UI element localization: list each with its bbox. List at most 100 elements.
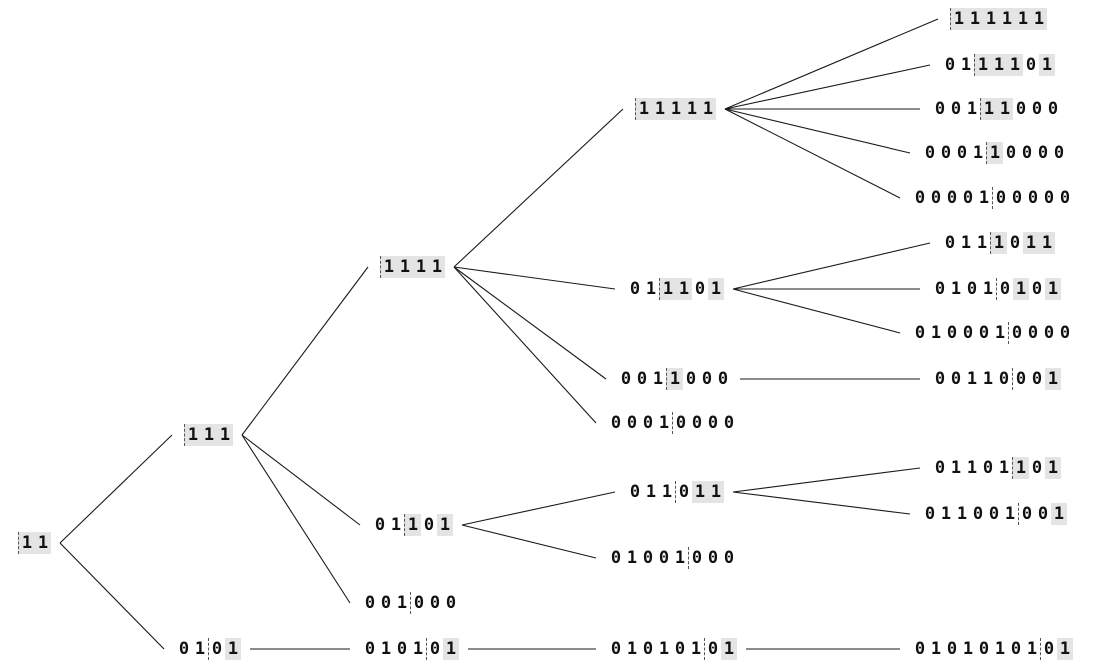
node-digit: 1: [626, 548, 638, 568]
node-digit: 0: [717, 369, 729, 389]
node-digit: 0: [707, 548, 719, 568]
tree-edge: [453, 266, 616, 290]
node-digit: 1: [708, 278, 724, 300]
node-digit: 0: [1037, 143, 1049, 163]
node-digit: 1: [1039, 54, 1055, 76]
node-digit: 0: [1027, 323, 1039, 343]
node-digit: 1: [1045, 368, 1061, 390]
node-digit: 0: [672, 412, 689, 434]
node-digit: 0: [1025, 55, 1037, 75]
node-digit: 0: [992, 187, 1009, 209]
node-digit: 1: [396, 593, 408, 613]
node-digit: 1: [184, 424, 201, 446]
node-digit: 1: [960, 233, 972, 253]
node-digit: 0: [1009, 233, 1021, 253]
node-digit: 1: [225, 638, 241, 660]
node-digit: 0: [1008, 322, 1025, 344]
node-digit: 0: [675, 481, 692, 503]
node-digit: 0: [374, 515, 386, 535]
node-digit: 1: [690, 639, 702, 659]
tree-edge: [59, 434, 173, 544]
node-digit: 1: [950, 279, 962, 299]
node-digit: 0: [636, 369, 648, 389]
node-digit: 1: [666, 368, 683, 390]
node-digit: 1: [960, 55, 972, 75]
node-digit: 0: [688, 547, 705, 569]
node-digit: 0: [1015, 99, 1027, 119]
node-digit: 1: [390, 515, 402, 535]
node-digit: 0: [946, 323, 958, 343]
node-digit: 0: [966, 279, 978, 299]
node-digit: 0: [704, 638, 721, 660]
node-digit: 1: [966, 458, 978, 478]
node-digit: 1: [999, 8, 1015, 30]
node-digit: 1: [35, 532, 51, 554]
node-digit: 1: [1026, 639, 1038, 659]
node-digit: 1: [443, 638, 459, 660]
node-digit: 0: [962, 323, 974, 343]
node-digit: 0: [946, 188, 958, 208]
node-digit: 0: [934, 99, 946, 119]
tree-edge: [241, 434, 351, 604]
node-digit: 0: [674, 639, 686, 659]
tree-edge: [453, 266, 597, 424]
node-digit: 0: [998, 369, 1010, 389]
node-digit: 0: [934, 458, 946, 478]
node-digit: 0: [1010, 639, 1022, 659]
node-digit: 0: [1031, 99, 1043, 119]
node-digit: 1: [980, 98, 997, 120]
node-digit: 1: [972, 143, 984, 163]
node-digit: 0: [629, 279, 641, 299]
node-digit: 1: [645, 482, 657, 502]
node-digit: 1: [991, 54, 1007, 76]
node-digit: 0: [396, 639, 408, 659]
node-digit: 0: [642, 413, 654, 433]
node-digit: 0: [380, 593, 392, 613]
node-digit: 1: [626, 639, 638, 659]
node-digit: 1: [982, 279, 994, 299]
node-digit: 1: [950, 8, 967, 30]
node-digit: 0: [940, 143, 952, 163]
node-digit: 0: [1040, 638, 1057, 660]
node-digit: 1: [721, 638, 737, 660]
node-digit: 0: [1031, 369, 1043, 389]
node-digit: 0: [610, 413, 622, 433]
node-digit: 1: [967, 8, 983, 30]
node-digit: 0: [178, 639, 190, 659]
tree-edge: [453, 266, 607, 380]
node-digit: 0: [445, 593, 457, 613]
tree-edge: [732, 491, 911, 515]
node-digit: 1: [429, 256, 445, 278]
node-digit: 0: [934, 279, 946, 299]
node-digit: 0: [423, 515, 435, 535]
node-digit: 1: [1045, 457, 1061, 479]
node-digit: 1: [652, 98, 668, 120]
node-digit: 1: [692, 481, 708, 503]
node-digit: 1: [1045, 278, 1061, 300]
node-digit: 1: [676, 278, 692, 300]
tree-edge: [724, 18, 939, 110]
node-digit: 1: [413, 256, 429, 278]
node-digit: 1: [962, 639, 974, 659]
node-digit: 0: [410, 592, 427, 614]
node-digit: 0: [1053, 143, 1065, 163]
tree-edge: [461, 524, 597, 559]
node-digit: 0: [642, 548, 654, 568]
node-digit: 1: [708, 481, 724, 503]
node-digit: 1: [966, 369, 978, 389]
node-digit: 0: [620, 369, 632, 389]
node-digit: 0: [956, 143, 968, 163]
